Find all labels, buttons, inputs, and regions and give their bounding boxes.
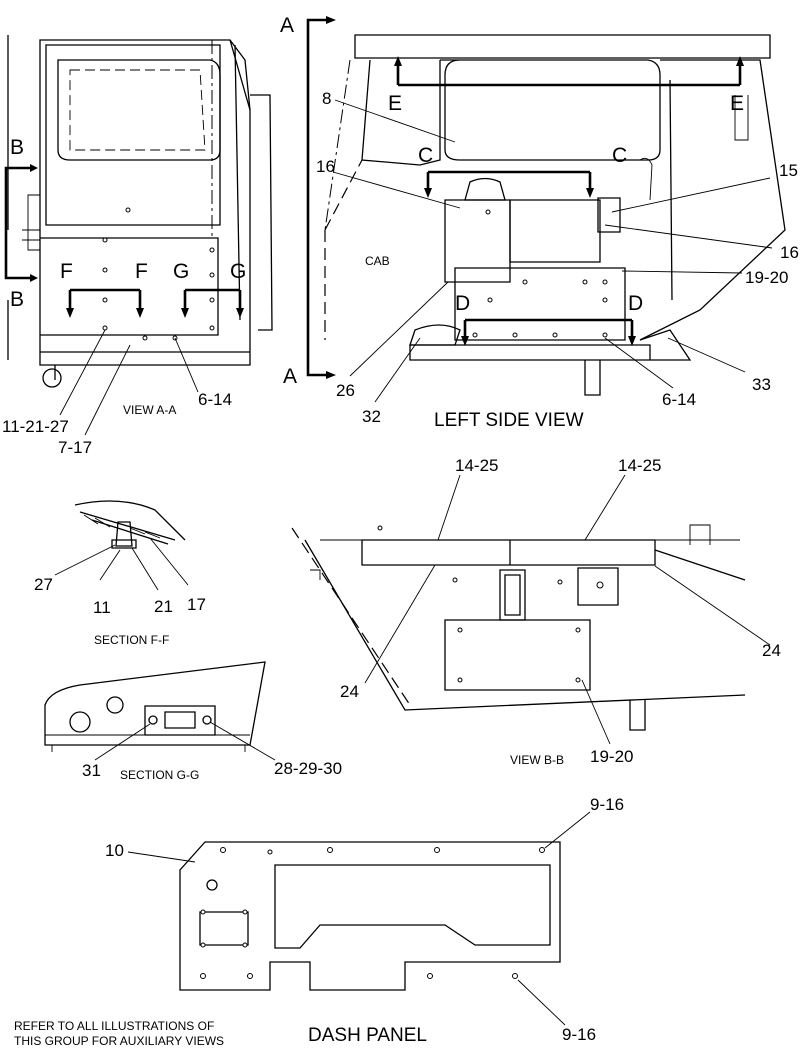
- caption-section-gg: SECTION G-G: [120, 768, 199, 782]
- section-letter-a-top: A: [280, 14, 294, 37]
- callout-dp-10: 10: [105, 841, 124, 860]
- callout-ff-11: 11: [93, 598, 111, 617]
- callout-ls-8: 8: [322, 89, 331, 108]
- section-letter-e-left: E: [388, 92, 402, 115]
- callout-aa-11-21-27: 11-21-27: [2, 417, 69, 436]
- callout-bb-24a: 24: [762, 641, 781, 660]
- callout-ff-17: 17: [187, 595, 206, 614]
- dash-panel-drawing: [127, 811, 591, 1026]
- caption-view-bb: VIEW B-B: [510, 753, 564, 767]
- callout-aa-6-14: 6-14: [198, 390, 232, 409]
- callout-ff-21: 21: [154, 597, 173, 616]
- section-letter-e-right: E: [730, 92, 744, 115]
- section-gg-drawing: [44, 661, 276, 761]
- callout-ff-27: 27: [34, 575, 53, 594]
- section-letter-f-right: F: [135, 260, 148, 283]
- callout-dp-9-16-top: 9-16: [590, 795, 624, 814]
- callout-bb-19-20: 19-20: [590, 747, 633, 766]
- callout-ls-33: 33: [752, 375, 771, 394]
- section-letter-c-right: C: [612, 144, 627, 167]
- caption-dash-panel: DASH PANEL: [308, 1025, 427, 1046]
- callout-ls-15: 15: [779, 161, 798, 180]
- section-letter-b-bottom: B: [10, 288, 24, 311]
- section-letter-a-bottom: A: [283, 365, 297, 388]
- section-letter-b-top: B: [10, 136, 24, 159]
- view-bb-drawing: [291, 474, 771, 745]
- section-ff-drawing: [54, 500, 189, 591]
- view-aa-drawing: [4, 35, 273, 436]
- section-letter-f-left: F: [60, 260, 73, 283]
- section-letter-g-left: G: [173, 260, 189, 283]
- callout-ls-16b: 16: [780, 243, 799, 262]
- callout-dp-9-16-bottom: 9-16: [562, 1025, 596, 1044]
- callout-bb-14-25b: 14-25: [618, 456, 661, 475]
- section-letter-d-left: D: [455, 292, 470, 315]
- callout-bb-24b: 24: [340, 682, 359, 701]
- callout-ls-32: 32: [362, 407, 381, 426]
- callout-ls-16a: 16: [316, 157, 335, 176]
- caption-view-aa: VIEW A-A: [123, 403, 176, 417]
- caption-left-side-view: LEFT SIDE VIEW: [434, 410, 584, 431]
- callout-gg-28-29-30: 28-29-30: [274, 759, 342, 778]
- note-line-2: THIS GROUP FOR AUXILIARY VIEWS: [14, 1034, 224, 1048]
- caption-cab: CAB: [365, 254, 390, 268]
- callout-ls-26: 26: [336, 381, 355, 400]
- callout-gg-31: 31: [82, 761, 101, 780]
- caption-section-ff: SECTION F-F: [94, 633, 169, 647]
- left-side-view-drawing: [306, 16, 786, 403]
- note-line-1: REFER TO ALL ILLUSTRATIONS OF: [14, 1019, 214, 1033]
- callout-aa-7-17: 7-17: [58, 438, 92, 457]
- callout-bb-14-25a: 14-25: [455, 456, 498, 475]
- callout-ls-19-20: 19-20: [745, 268, 788, 287]
- section-letter-d-right: D: [628, 292, 643, 315]
- callout-ls-6-14: 6-14: [662, 390, 696, 409]
- section-letter-g-right: G: [230, 260, 246, 283]
- section-letter-c-left: C: [418, 144, 433, 167]
